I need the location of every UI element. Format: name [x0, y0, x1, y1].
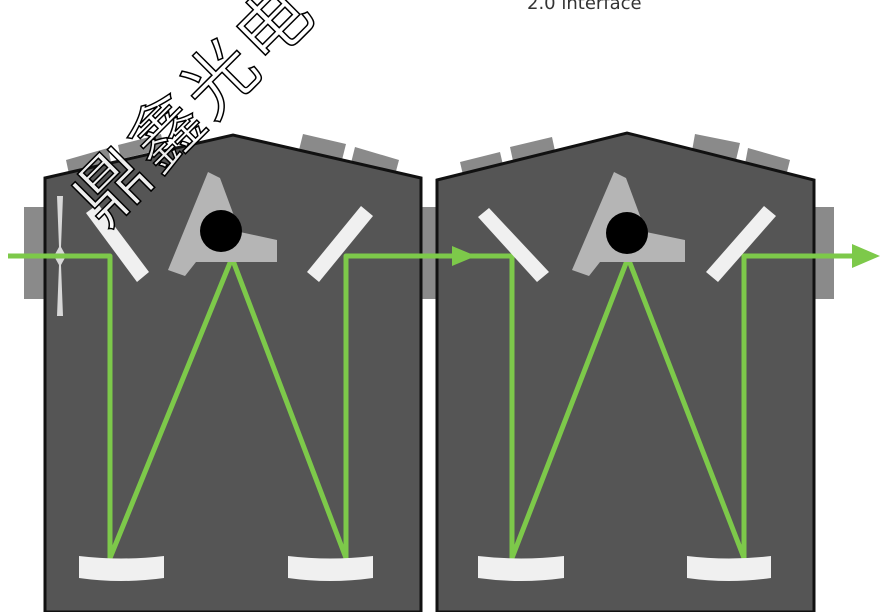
- top-tabs-right: [460, 134, 790, 176]
- lens-icon: [200, 210, 242, 252]
- module-left-housing: [43, 133, 423, 612]
- beam-arrow-exit: [852, 244, 880, 268]
- exit-port: [814, 207, 834, 299]
- collimating-mirror-right: [478, 556, 564, 581]
- focusing-mirror-right: [687, 556, 771, 581]
- beam-arrow-mid: [452, 246, 476, 266]
- fold-mirror-in-left: [86, 204, 149, 282]
- entrance-port: [24, 207, 46, 299]
- focusing-mirror-left: [288, 556, 373, 581]
- concave-mirrors: [79, 556, 771, 581]
- lens-icon: [606, 212, 648, 254]
- fold-mirror-in-right: [478, 208, 549, 282]
- prism-grating-right: [572, 172, 685, 276]
- coupling-port: [421, 207, 437, 299]
- fold-mirrors: [86, 204, 776, 282]
- top-tabs-left: [66, 134, 399, 175]
- fold-mirror-out-right: [706, 206, 776, 282]
- collimating-mirror-left: [79, 556, 164, 581]
- fold-mirror-out-left: [307, 206, 373, 282]
- prism-grating-left: [168, 172, 277, 276]
- header-label: 2.0 interface: [527, 0, 642, 14]
